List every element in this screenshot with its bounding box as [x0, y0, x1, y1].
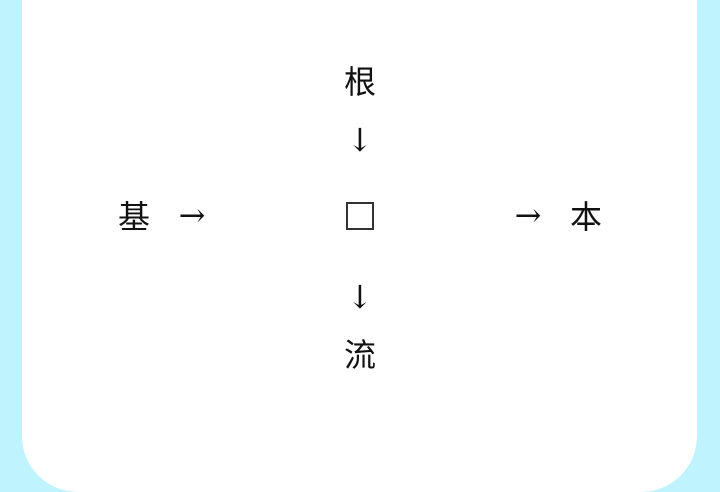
kanji-bottom: 流 [343, 336, 377, 374]
arrow-down-top-icon: ↓ [346, 121, 374, 159]
kanji-left: 基 [117, 198, 151, 236]
puzzle-card [22, 0, 697, 492]
kanji-right: 本 [569, 198, 603, 236]
arrow-down-bottom-icon: ↓ [346, 278, 374, 316]
kanji-top: 根 [343, 63, 377, 101]
arrow-right-left-icon: → [178, 196, 206, 234]
arrow-right-right-icon: → [514, 196, 542, 234]
answer-blank-box[interactable] [346, 202, 374, 230]
